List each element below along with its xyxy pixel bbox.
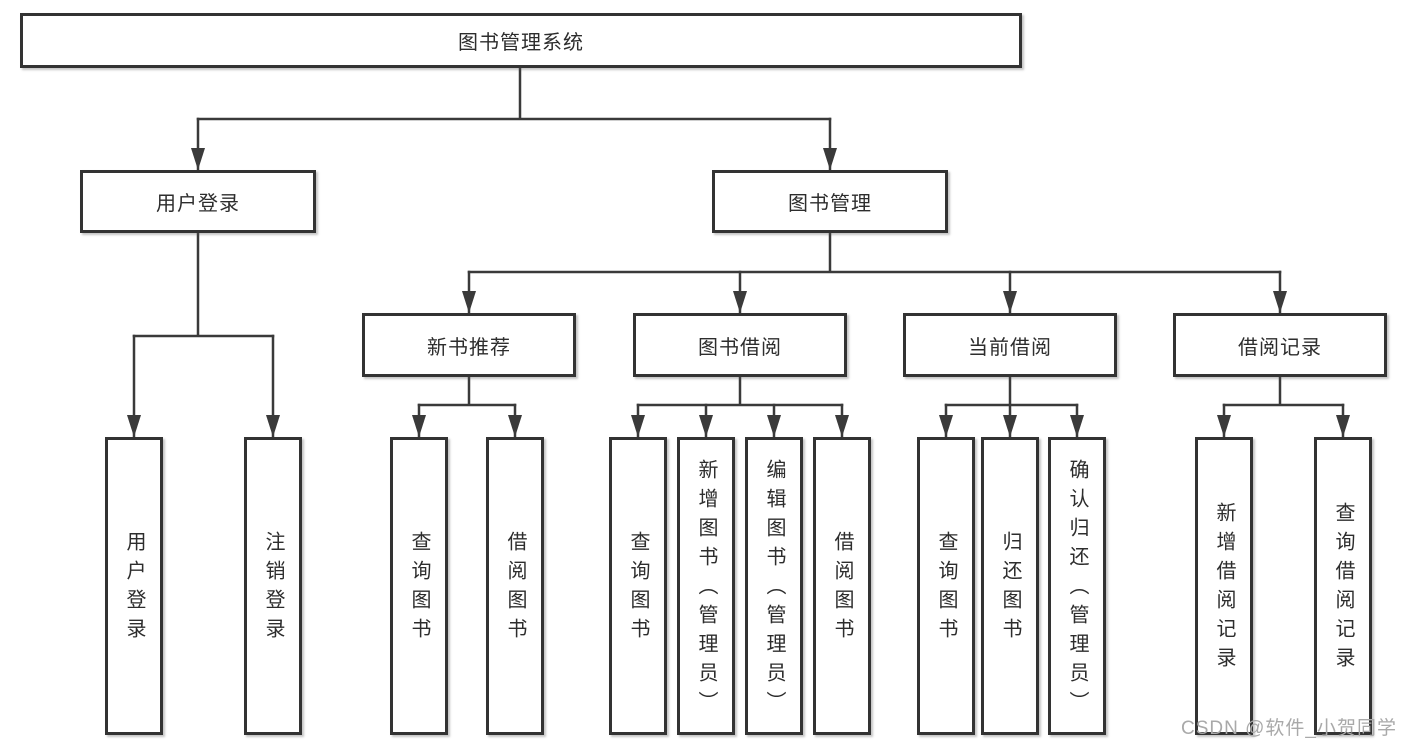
node-library-management-system: 图书管理系统 [20, 13, 1022, 68]
connector-borrow-records-branch [1217, 375, 1350, 437]
leaf-borrow-books-recommend: 借阅图书 [486, 437, 544, 735]
leaf-query-borrow-record: 查询借阅记录 [1314, 437, 1372, 735]
leaf-user-login: 用户登录 [105, 437, 163, 735]
connector-new-book-branch [412, 375, 522, 437]
csdn-watermark: CSDN @软件_小贺同学 [1181, 718, 1397, 739]
leaf-query-books-borrow: 查询图书 [609, 437, 667, 735]
node-borrowing-records: 借阅记录 [1173, 313, 1387, 377]
connector-root-to-level2 [191, 66, 837, 170]
leaf-edit-books-admin: 编辑图书（管理员） [745, 437, 803, 735]
node-current-borrowing: 当前借阅 [903, 313, 1117, 377]
node-user-login: 用户登录 [80, 170, 316, 233]
leaf-query-books-current: 查询图书 [917, 437, 975, 735]
leaf-add-borrow-record: 新增借阅记录 [1195, 437, 1253, 735]
connector-current-borrow-branch [939, 375, 1084, 437]
connector-book-management-branch [462, 231, 1287, 313]
leaf-return-books: 归还图书 [981, 437, 1039, 735]
node-book-borrowing: 图书借阅 [633, 313, 847, 377]
leaf-logout: 注销登录 [244, 437, 302, 735]
leaf-borrow-books: 借阅图书 [813, 437, 871, 735]
leaf-query-books-recommend: 查询图书 [390, 437, 448, 735]
leaf-add-books-admin: 新增图书（管理员） [677, 437, 735, 735]
connector-user-login-branch [127, 231, 280, 437]
leaf-confirm-return-admin: 确认归还（管理员） [1048, 437, 1106, 735]
connector-book-borrow-branch [631, 375, 849, 437]
node-book-management: 图书管理 [712, 170, 948, 233]
node-new-book-recommendation: 新书推荐 [362, 313, 576, 377]
